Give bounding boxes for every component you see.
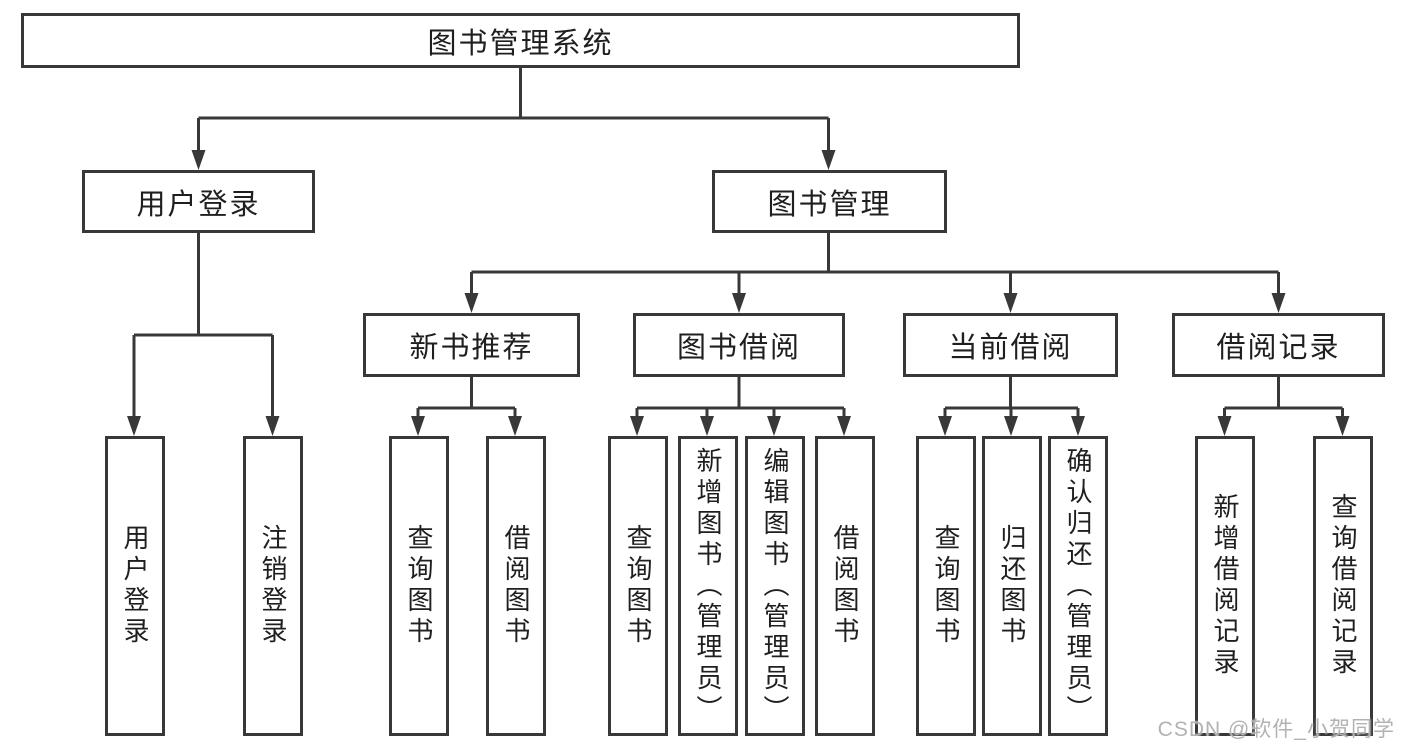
leaf-borrow-books-recommend: 借阅图书	[486, 436, 546, 736]
node-current-borrow: 当前借阅	[903, 313, 1118, 377]
leaf-confirm-return-admin: 确认归还（管理员）	[1048, 436, 1108, 736]
leaf-edit-books-admin: 编辑图书（管理员）	[745, 436, 805, 736]
node-library-system: 图书管理系统	[21, 13, 1020, 68]
csdn-watermark: CSDN @软件_小贺同学	[1157, 718, 1395, 741]
leaf-query-books-borrow: 查询图书	[608, 436, 668, 736]
node-book-management: 图书管理	[712, 170, 947, 233]
node-new-book-recommend: 新书推荐	[363, 313, 580, 377]
leaf-logout: 注销登录	[243, 436, 303, 736]
node-book-borrow: 图书借阅	[633, 313, 845, 377]
leaf-add-books-admin: 新增图书（管理员）	[678, 436, 738, 736]
node-user-login: 用户登录	[82, 170, 315, 233]
leaf-query-borrow-record: 查询借阅记录	[1313, 436, 1373, 736]
leaf-return-books: 归还图书	[982, 436, 1042, 736]
leaf-user-login: 用户登录	[105, 436, 165, 736]
leaf-add-borrow-record: 新增借阅记录	[1195, 436, 1255, 736]
node-borrow-records: 借阅记录	[1172, 313, 1385, 377]
leaf-borrow-books: 借阅图书	[815, 436, 875, 736]
leaf-query-books-recommend: 查询图书	[389, 436, 449, 736]
leaf-query-books-current: 查询图书	[916, 436, 976, 736]
